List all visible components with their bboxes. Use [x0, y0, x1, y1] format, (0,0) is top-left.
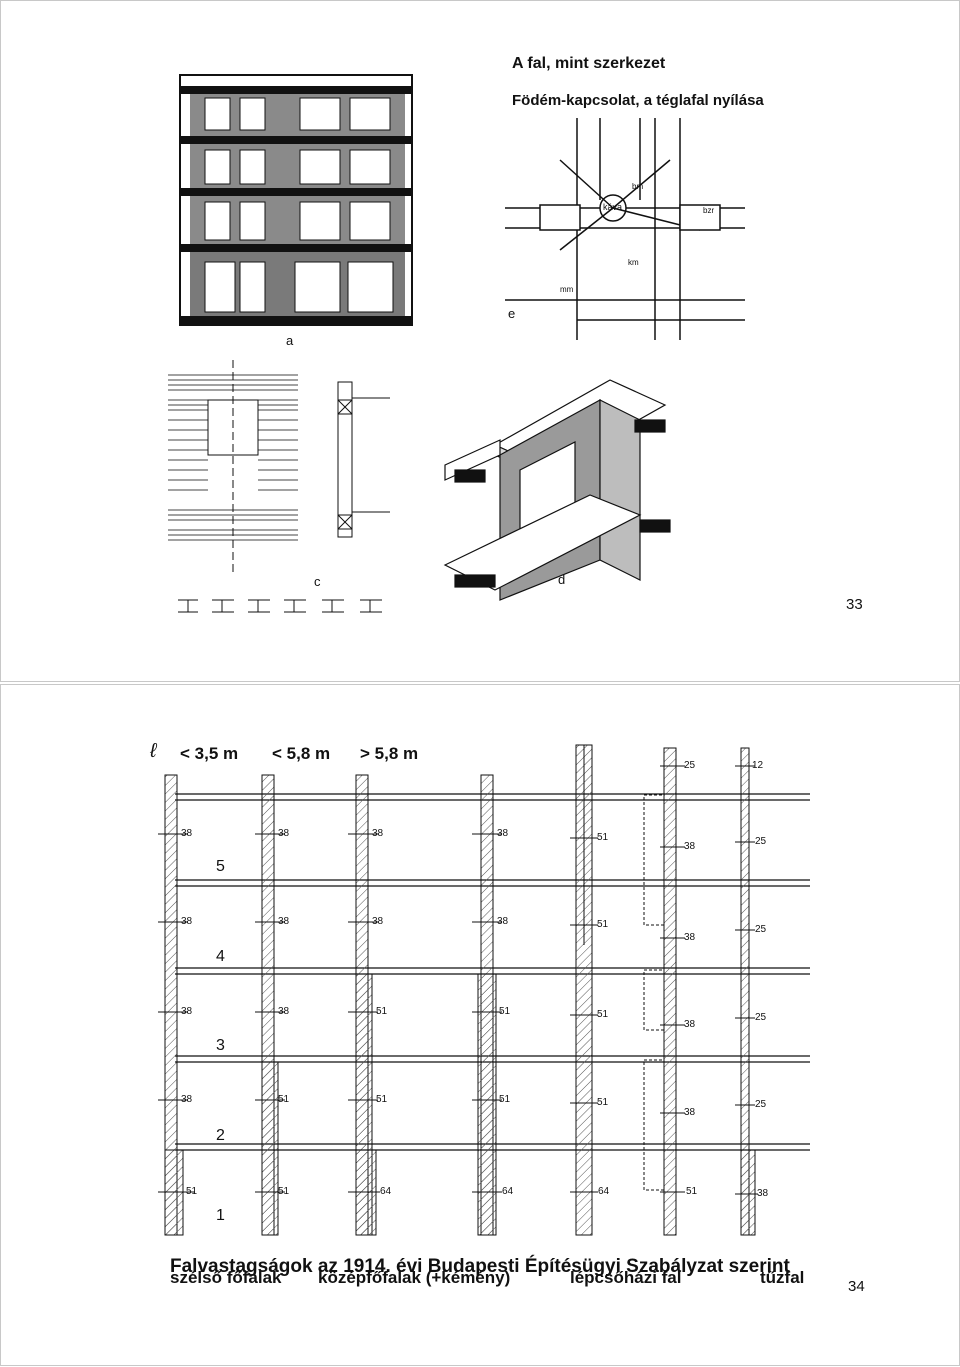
header-gt-5-8: > 5,8 m: [360, 744, 419, 763]
label-mm: mm: [560, 285, 574, 294]
thickness-label: 38: [181, 1094, 193, 1105]
thickness-label: 51: [376, 1006, 388, 1017]
fig-label-a: a: [286, 333, 294, 348]
floor-label-1: 1: [216, 1207, 225, 1224]
thickness-label: 51: [186, 1186, 198, 1197]
floor-label-5: 5: [216, 858, 225, 875]
thickness-label: 25: [684, 760, 696, 771]
thickness-label: 38: [372, 828, 384, 839]
header-lt-3-5: < 3,5 m: [180, 744, 239, 763]
thickness-label: 51: [686, 1186, 698, 1197]
column-label-stairwell-wall: lépcsőházi fal: [570, 1268, 682, 1287]
thickness-label: 51: [597, 832, 609, 843]
thickness-label: 38: [278, 916, 290, 927]
wall-section-col1: [164, 774, 184, 1236]
wall-section-col3: [355, 774, 377, 1236]
thickness-label: 25: [755, 924, 767, 935]
wall-section-col5: [575, 744, 593, 1236]
fig-label-d: d: [558, 572, 566, 587]
slide-title: A fal, mint szerkezet: [512, 55, 666, 72]
thickness-label: 51: [376, 1094, 388, 1105]
thickness-label: 51: [597, 919, 609, 930]
floor-label-2: 2: [216, 1127, 225, 1144]
thickness-label: 38: [278, 1006, 290, 1017]
label-kava: káva: [603, 202, 623, 212]
thickness-label: 38: [684, 932, 696, 943]
thickness-label: 38: [684, 841, 696, 852]
thickness-label: 51: [278, 1186, 290, 1197]
thickness-label: 51: [499, 1006, 511, 1017]
thickness-label: 38: [181, 828, 193, 839]
isometric-wall-figure: [443, 379, 671, 601]
thickness-label: 51: [597, 1009, 609, 1020]
thickness-label: 38: [684, 1019, 696, 1030]
slide-subtitle: Födém-kapcsolat, a téglafal nyílása: [512, 92, 764, 109]
thickness-label: 38: [497, 916, 509, 927]
page-number-34: 34: [848, 1278, 865, 1295]
thickness-label: 51: [597, 1097, 609, 1108]
label-bzr: bzr: [703, 206, 715, 215]
figure-caption: Falvastagságok az 1914. évi Budapesti Ép…: [170, 1256, 790, 1277]
wall-section-col7: [740, 747, 756, 1236]
thickness-label: 38: [372, 916, 384, 927]
fig-label-c: c: [314, 574, 321, 589]
thickness-label: 25: [755, 1012, 767, 1023]
thickness-label: 12: [752, 760, 764, 771]
column-label-interior-walls: középfőfalak (+kémény): [318, 1268, 511, 1287]
floor-label-4: 4: [216, 948, 225, 965]
wall-opening-detail-figure: [505, 118, 745, 340]
thickness-label: 64: [502, 1186, 514, 1197]
thickness-label: 51: [499, 1094, 511, 1105]
thickness-label: 38: [181, 916, 193, 927]
window-section-figure: [168, 360, 390, 613]
thickness-label: 38: [684, 1107, 696, 1118]
page-number-33: 33: [846, 596, 863, 613]
thickness-label: 38: [181, 1006, 193, 1017]
thickness-label: 38: [278, 828, 290, 839]
fig-label-e: e: [508, 306, 516, 321]
thickness-label: 64: [380, 1186, 392, 1197]
thickness-label: 38: [497, 828, 509, 839]
wall-section-col6: [643, 747, 677, 1236]
dimension-ticks: [158, 765, 758, 1195]
thickness-label: 64: [598, 1186, 610, 1197]
thickness-label: 51: [278, 1094, 290, 1105]
wall-section-col2: [261, 774, 279, 1236]
facade-elevation-figure: [179, 74, 413, 326]
label-bm: bm: [632, 182, 644, 191]
thickness-label: 38: [757, 1188, 769, 1199]
thickness-label: 25: [755, 1099, 767, 1110]
label-km: km: [628, 258, 639, 267]
header-lt-5-8: < 5,8 m: [272, 744, 331, 763]
wall-section-col4: [477, 774, 497, 1236]
header-span-symbol: ℓ: [150, 740, 157, 762]
column-label-exterior-walls: szélső főfalak: [170, 1268, 282, 1287]
floor-label-3: 3: [216, 1037, 225, 1054]
column-label-firewall: tűzfal: [760, 1268, 805, 1287]
thickness-label: 25: [755, 836, 767, 847]
